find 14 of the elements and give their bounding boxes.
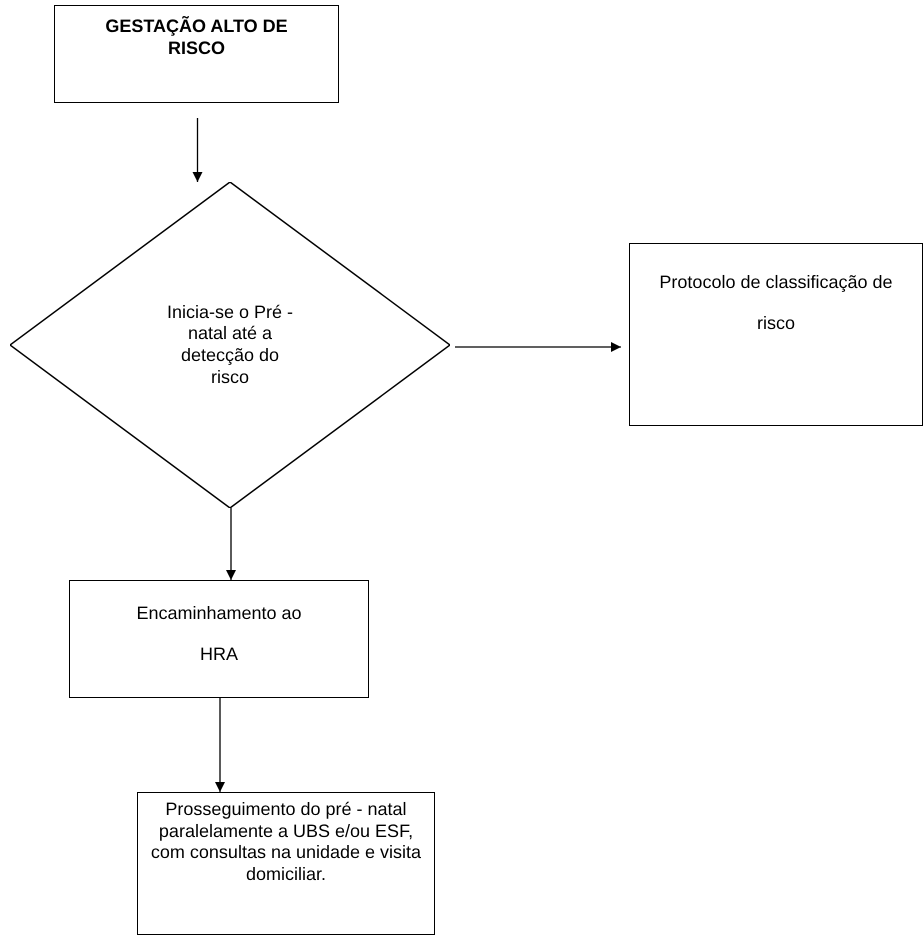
node-text: Prosseguimento do pré - natal paralelamente a UBS e/ou ESF, com consultas na unidade e visita domiciliar.: [150, 799, 422, 886]
process-box: [629, 243, 923, 426]
process-box: [69, 580, 369, 698]
node-text: GESTAÇÃO ALTO DE RISCO: [104, 16, 289, 60]
node-text: Encaminhamento ao HRA: [135, 602, 303, 666]
arrow: [192, 118, 202, 182]
node-text: Inicia-se o Pré - natal até a detecção do risco: [166, 302, 294, 388]
arrow: [215, 698, 225, 792]
start-box: [54, 5, 339, 103]
node-text: Protocolo de classificação de risco: [658, 271, 894, 336]
arrow: [455, 342, 621, 352]
process-box: [137, 792, 435, 935]
arrow: [226, 508, 236, 580]
decision-diamond: [10, 182, 450, 508]
